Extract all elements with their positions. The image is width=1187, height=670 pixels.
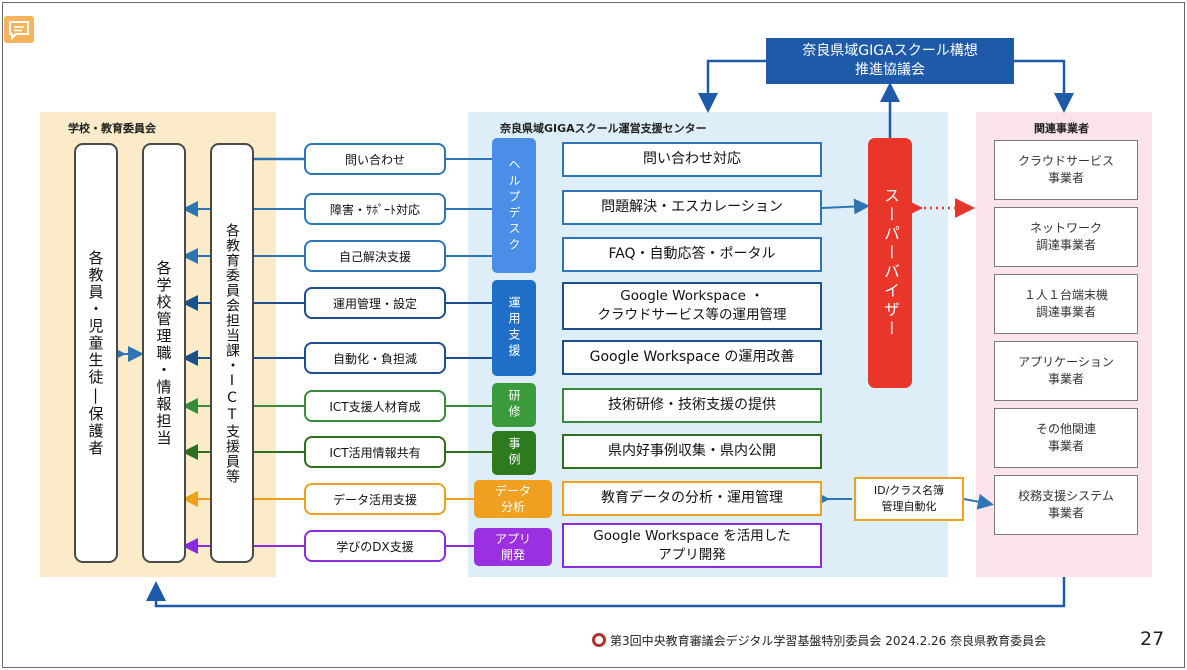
- support-label: FAQ・自動応答・ポータル: [608, 246, 776, 262]
- page-number: 27: [1140, 628, 1165, 650]
- service-troubleshoot: 障害・ｻﾎﾟｰﾄ対応: [304, 193, 446, 225]
- school-admin-column: 各学校管理職・情報担当: [142, 143, 186, 563]
- supervisor-label: スーパーバイザー: [881, 187, 900, 339]
- support-label: 県内好事例収集・県内公開: [608, 443, 776, 459]
- support-escalation: 問題解決・エスカレーション: [562, 190, 822, 225]
- category-operations: 運用支援: [492, 280, 536, 376]
- id-roster-label: ID/クラス名簿 管理自動化: [873, 484, 945, 513]
- service-label: ICT活用情報共有: [329, 445, 421, 460]
- id-roster-automation-box: ID/クラス名簿 管理自動化: [854, 477, 964, 521]
- category-app-dev: アプリ開発: [474, 528, 552, 566]
- service-ict-training: ICT支援人材育成: [304, 390, 446, 422]
- service-ict-sharing: ICT活用情報共有: [304, 436, 446, 468]
- category-label: 事例: [507, 437, 521, 469]
- service-label: 自動化・負担減: [332, 351, 417, 366]
- vendor-applications: アプリケーション 事業者: [994, 341, 1138, 401]
- vendor-panel-title: 関連事業者: [1034, 122, 1089, 135]
- support-label: 教育データの分析・運用管理: [601, 490, 783, 506]
- support-label: 技術研修・技術支援の提供: [608, 397, 776, 413]
- footer-logo-icon: [592, 633, 606, 647]
- service-operations: 運用管理・設定: [304, 287, 446, 319]
- service-label: 学びのDX支援: [336, 539, 414, 554]
- service-label: 問い合わせ: [344, 152, 405, 167]
- service-label: 障害・ｻﾎﾟｰﾄ対応: [329, 202, 420, 217]
- service-label: 運用管理・設定: [332, 296, 417, 311]
- vendor-cloud: クラウドサービス 事業者: [994, 140, 1138, 200]
- category-cases: 事例: [492, 431, 536, 475]
- support-label: Google Workspace ・ クラウドサービス等の運用管理: [597, 288, 787, 323]
- category-label: ヘルプデスク: [507, 157, 521, 254]
- support-label: Google Workspace の運用改善: [589, 349, 795, 365]
- center-panel-title: 奈良県域GIGAスクール運営支援センター: [500, 122, 707, 135]
- support-inquiry-response: 問い合わせ対応: [562, 142, 822, 177]
- support-workspace-management: Google Workspace ・ クラウドサービス等の運用管理: [562, 282, 822, 330]
- category-data-analysis: データ分析: [474, 480, 552, 518]
- service-learning-dx: 学びのDX支援: [304, 530, 446, 562]
- vendor-label: クラウドサービス 事業者: [1017, 154, 1114, 185]
- service-inquiry: 問い合わせ: [304, 143, 446, 175]
- vendor-school-system: 校務支援システム 事業者: [994, 475, 1138, 535]
- service-label: データ活用支援: [332, 492, 417, 507]
- service-automation: 自動化・負担減: [304, 342, 446, 374]
- support-tech-training: 技術研修・技術支援の提供: [562, 388, 822, 423]
- vendor-label: １人１台端末機 調達事業者: [1023, 288, 1108, 319]
- comment-icon[interactable]: [4, 16, 34, 43]
- vendor-label: その他関連 事業者: [1035, 422, 1096, 453]
- category-label: 研修: [507, 389, 521, 421]
- support-faq-portal: FAQ・自動応答・ポータル: [562, 237, 822, 272]
- council-box: 奈良県域GIGAスクール構想 推進協議会: [766, 38, 1014, 84]
- teachers-students-column: 各教員・児童生徒|保護者: [74, 143, 118, 563]
- vendor-label: ネットワーク 調達事業者: [1029, 221, 1102, 252]
- school-admin-label: 各学校管理職・情報担当: [154, 259, 173, 447]
- vendor-label: アプリケーション 事業者: [1018, 355, 1114, 386]
- support-label: 問題解決・エスカレーション: [601, 199, 783, 215]
- service-label: ICT支援人材育成: [329, 399, 421, 414]
- footer: 第3回中央教育審議会デジタル学習基盤特別委員会 2024.2.26 奈良県教育委…: [592, 628, 1046, 652]
- council-label: 奈良県域GIGAスクール構想 推進協議会: [802, 43, 978, 78]
- board-ict-label: 各教育委員会担当課・ICT支援員等: [224, 222, 240, 484]
- service-self-help: 自己解決支援: [304, 240, 446, 272]
- vendor-network: ネットワーク 調達事業者: [994, 207, 1138, 267]
- category-helpdesk: ヘルプデスク: [492, 138, 536, 273]
- support-label: 問い合わせ対応: [643, 151, 741, 167]
- category-label: データ分析: [494, 484, 531, 514]
- support-best-practices: 県内好事例収集・県内公開: [562, 434, 822, 469]
- supervisor-box: スーパーバイザー: [868, 138, 912, 388]
- support-app-development: Google Workspace を活用した アプリ開発: [562, 523, 822, 568]
- support-label: Google Workspace を活用した アプリ開発: [593, 527, 791, 563]
- category-training: 研修: [492, 383, 536, 427]
- vendor-other: その他関連 事業者: [994, 408, 1138, 468]
- board-ict-column: 各教育委員会担当課・ICT支援員等: [210, 143, 254, 563]
- category-label: アプリ開発: [494, 532, 531, 562]
- support-data-analysis: 教育データの分析・運用管理: [562, 481, 822, 516]
- service-data-use: データ活用支援: [304, 483, 446, 515]
- teachers-students-label: 各教員・児童生徒|保護者: [86, 249, 105, 457]
- vendor-devices: １人１台端末機 調達事業者: [994, 274, 1138, 334]
- service-label: 自己解決支援: [338, 249, 411, 264]
- vendor-label: 校務支援システム 事業者: [1018, 489, 1114, 520]
- support-workspace-improvement: Google Workspace の運用改善: [562, 340, 822, 375]
- footer-text: 第3回中央教育審議会デジタル学習基盤特別委員会 2024.2.26 奈良県教育委…: [610, 633, 1047, 648]
- school-panel-title: 学校・教育委員会: [68, 122, 156, 135]
- category-label: 運用支援: [507, 296, 521, 360]
